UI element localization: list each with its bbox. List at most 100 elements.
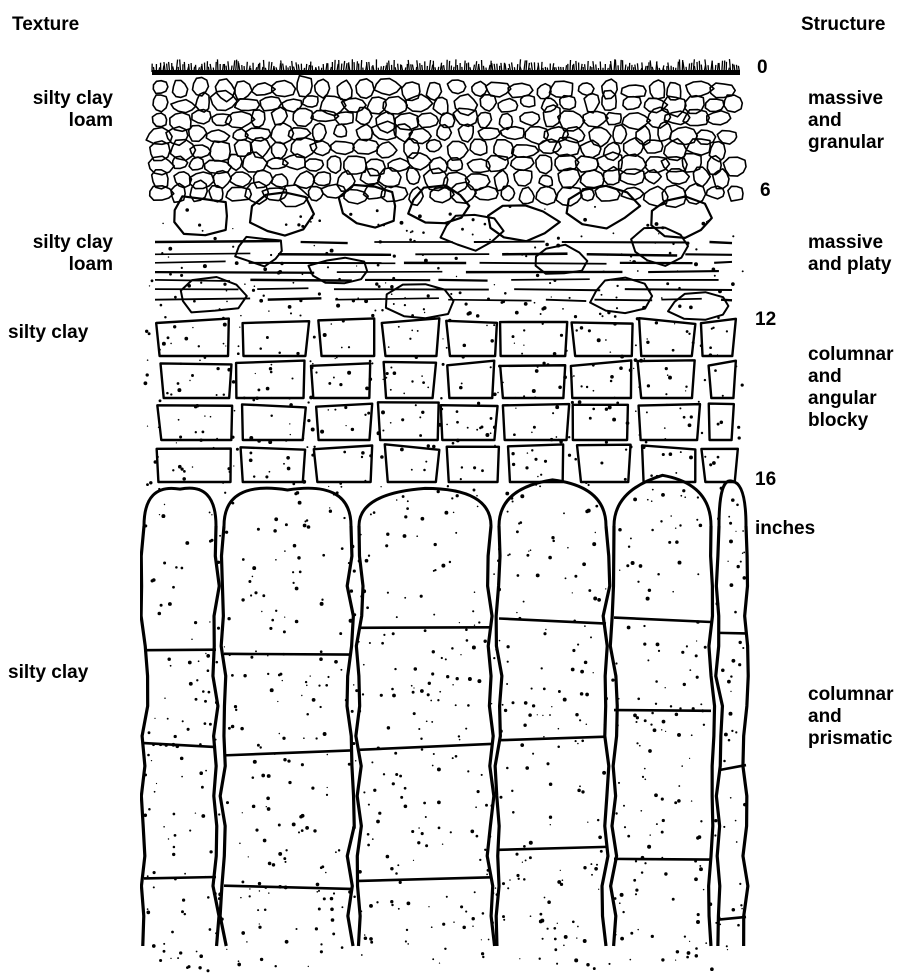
pore-dot: [198, 345, 200, 347]
pore-dot: [347, 856, 348, 857]
pore-dot: [158, 612, 162, 616]
pore-dot: [345, 699, 348, 702]
pore-dot: [223, 323, 227, 327]
pore-dot: [187, 284, 191, 288]
plate-crack: [625, 289, 732, 290]
pore-dot: [152, 578, 156, 582]
pore-dot: [585, 481, 588, 484]
pore-dot: [696, 519, 698, 521]
pore-dot: [433, 614, 435, 616]
pore-dot: [586, 963, 589, 966]
plate-crack: [438, 280, 487, 281]
pore-dot: [638, 386, 640, 388]
pore-dot: [334, 660, 338, 664]
column-side: [487, 526, 494, 946]
pore-dot: [327, 266, 329, 268]
pore-dot: [701, 709, 704, 712]
pore-dot: [231, 725, 235, 729]
pore-dot: [512, 335, 515, 338]
pore-dot: [696, 640, 697, 641]
pore-dot: [670, 705, 672, 707]
pore-dot: [163, 562, 166, 565]
pore-dot: [460, 654, 461, 655]
pore-dot: [413, 288, 414, 289]
pore-dot: [259, 299, 263, 303]
pore-dot: [691, 800, 692, 801]
soil-ped: [378, 168, 401, 188]
pore-dot: [529, 841, 533, 845]
pore-dot: [177, 957, 179, 959]
pore-dot: [210, 539, 213, 542]
soil-ped: [334, 124, 347, 137]
pore-dot: [577, 743, 579, 745]
pore-dot: [321, 599, 323, 601]
pore-dot: [441, 408, 444, 411]
pore-dot: [664, 872, 667, 875]
pore-dot: [367, 833, 370, 836]
pore-dot: [642, 306, 646, 310]
pore-dot: [651, 529, 654, 532]
soil-ped: [174, 196, 227, 235]
plate-crack: [155, 261, 226, 262]
pore-dot: [643, 625, 645, 627]
plate-crack: [587, 254, 677, 255]
pore-dot: [630, 537, 632, 539]
column-side: [743, 526, 748, 946]
plate-crack: [546, 300, 586, 301]
pore-dot: [399, 775, 402, 778]
pore-dot: [257, 439, 261, 443]
soil-ped: [682, 154, 701, 173]
soil-ped: [478, 112, 492, 128]
soil-ped: [206, 130, 229, 142]
pore-dot: [633, 368, 634, 369]
soil-ped: [650, 80, 665, 99]
pore-dot: [239, 843, 241, 845]
pore-dot: [512, 500, 514, 502]
pore-dot: [229, 471, 231, 473]
soil-ped: [272, 174, 288, 187]
pore-dot: [664, 438, 666, 440]
pore-dot: [226, 301, 228, 303]
pore-dot: [613, 322, 617, 326]
pore-dot: [442, 843, 443, 844]
pore-dot: [362, 589, 366, 593]
pore-dot: [176, 442, 177, 443]
pore-dot: [425, 844, 428, 847]
pore-dot: [309, 396, 313, 400]
pore-dot: [225, 345, 226, 346]
pore-dot: [562, 308, 564, 310]
pore-dot: [381, 410, 385, 414]
pore-dot: [702, 222, 706, 226]
pore-dot: [500, 796, 503, 799]
pore-dot: [665, 367, 668, 370]
pore-dot: [527, 452, 528, 453]
pore-dot: [605, 588, 606, 589]
pore-dot: [315, 371, 317, 373]
pore-dot: [485, 433, 489, 437]
pore-dot: [578, 400, 582, 404]
pore-dot: [672, 243, 674, 245]
soil-ped: [643, 140, 662, 153]
pore-dot: [269, 627, 272, 630]
pore-dot: [700, 703, 702, 705]
pore-dot: [726, 330, 728, 332]
pore-dot: [678, 561, 682, 565]
pore-dot: [303, 524, 307, 528]
pore-dot: [430, 700, 432, 702]
pore-dot: [327, 754, 329, 756]
soil-ped: [429, 157, 447, 173]
pore-dot: [715, 922, 717, 924]
pore-dot: [731, 917, 732, 918]
pore-dot: [254, 591, 257, 594]
pore-dot: [193, 300, 196, 303]
pore-dot: [444, 511, 448, 515]
pore-dot: [523, 878, 526, 881]
pore-dot: [223, 343, 225, 345]
pore-dot: [520, 494, 524, 498]
pore-dot: [210, 416, 212, 418]
pore-dot: [545, 243, 549, 247]
pore-dot: [546, 762, 549, 765]
soil-ped: [697, 130, 716, 144]
plate-crack: [268, 298, 322, 299]
pore-dot: [241, 880, 244, 883]
